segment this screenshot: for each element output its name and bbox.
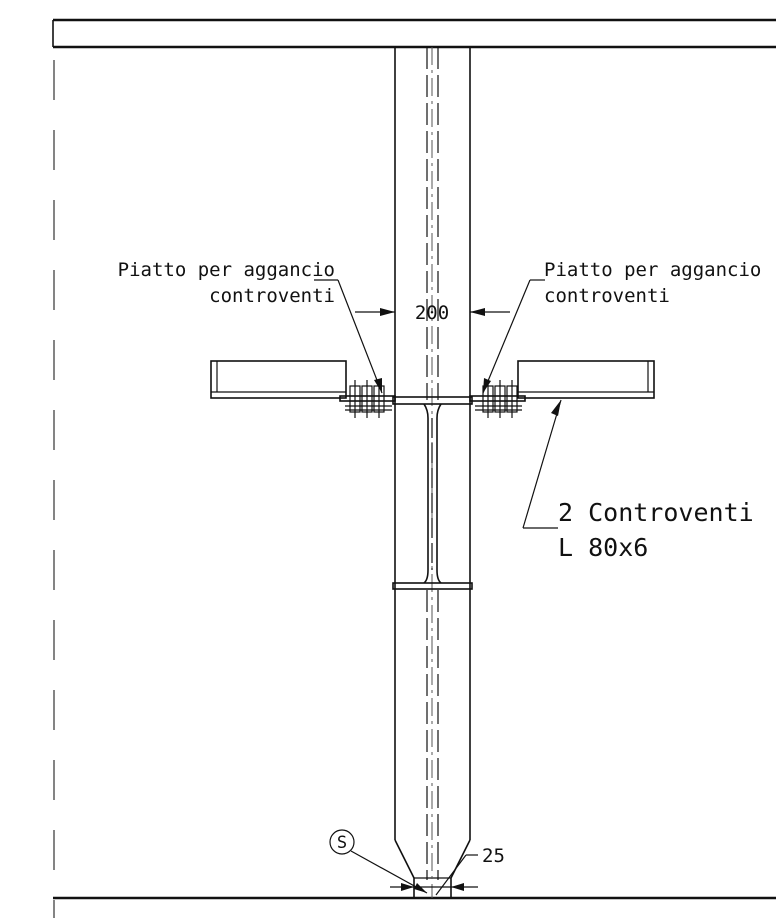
arrow-head — [414, 883, 427, 893]
bracing-callout: 2 Controventi L 80x6 — [522, 399, 754, 562]
arrow-head — [551, 400, 561, 416]
weld-symbol: S — [329, 829, 428, 894]
dim-leader — [435, 854, 467, 896]
leader-line — [522, 399, 562, 529]
arrow-head — [470, 308, 485, 316]
right-plate — [469, 395, 526, 402]
arrow-head — [451, 883, 464, 891]
plate-left-label-line2: controventi — [209, 285, 335, 307]
bottom-flange — [392, 582, 473, 590]
dimension-tip-label: 25 — [482, 845, 505, 867]
left-bracing — [210, 360, 396, 418]
right-bolts — [475, 380, 522, 418]
leader-line — [337, 279, 383, 394]
column — [394, 47, 471, 898]
plate-right-label-line1: Piatto per aggancio — [544, 259, 761, 281]
right-plate-callout: Piatto per aggancio controventi — [482, 259, 761, 394]
i-section-joint — [392, 396, 473, 590]
dimension-25: 25 — [390, 845, 505, 896]
weld-circle — [329, 829, 355, 855]
arrow-head — [374, 378, 382, 393]
arrow-head — [401, 883, 414, 891]
left-plate-callout: Piatto per aggancio controventi — [118, 259, 383, 394]
plate-right-label-line2: controventi — [544, 285, 670, 307]
arrow-head — [380, 308, 395, 316]
bracing-label-line2: L 80x6 — [558, 533, 648, 562]
web-left — [423, 403, 429, 584]
dimension-width-label: 200 — [415, 302, 449, 324]
leader-line — [482, 279, 531, 394]
right-bracing — [469, 360, 655, 418]
dimension-200: 200 — [355, 302, 510, 324]
left-bolts — [345, 380, 392, 418]
left-angle-profile — [210, 360, 347, 399]
weld-symbol-label: S — [337, 833, 347, 853]
right-angle-profile — [517, 360, 655, 399]
plate-left-label-line1: Piatto per aggancio — [118, 259, 335, 281]
bracing-label-line1: 2 Controventi — [558, 498, 754, 527]
web-right — [436, 403, 442, 584]
arrow-head — [483, 378, 491, 393]
weld-leader — [350, 850, 428, 894]
